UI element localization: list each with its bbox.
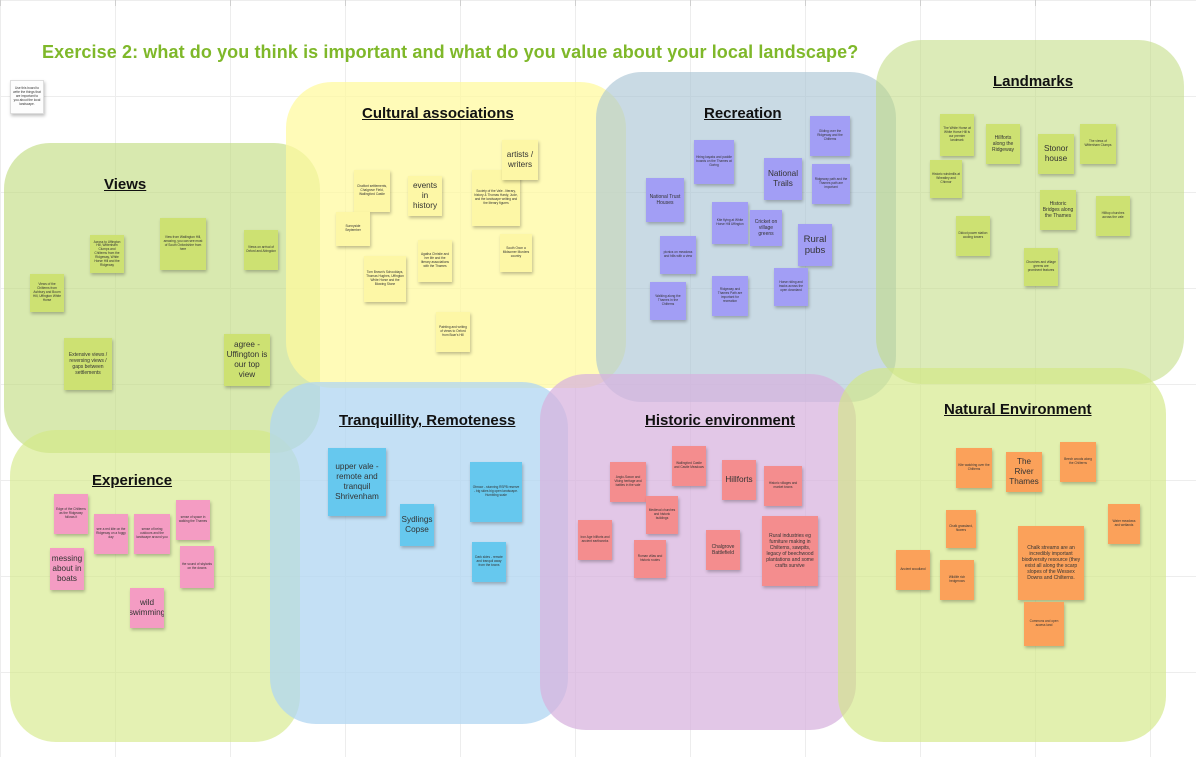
- sticky-note[interactable]: Kite flying at White Horse Hill Uffingto…: [712, 202, 748, 244]
- sticky-note[interactable]: Painting and writing of views to Oxford …: [436, 312, 470, 352]
- sticky-note[interactable]: Cricket on village greens: [750, 210, 782, 246]
- sticky-note[interactable]: Sydlings Copse: [400, 504, 434, 546]
- sticky-note[interactable]: Roman villas and historic routes: [634, 540, 666, 578]
- sticky-note[interactable]: Dark skies - remote and tranquil away fr…: [472, 542, 506, 582]
- sticky-note[interactable]: Iron Age hillforts and ancient earthwork…: [578, 520, 612, 560]
- sticky-note[interactable]: upper vale - remote and tranquil Shriven…: [328, 448, 386, 516]
- sticky-note[interactable]: Otmoor - stunning RSPB reserve - big ski…: [470, 462, 522, 522]
- sticky-note[interactable]: Didcot power station cooling towers: [956, 216, 990, 256]
- sticky-note[interactable]: The views of Wittenham Clumps: [1080, 124, 1116, 164]
- zone-tranquillity[interactable]: [270, 382, 568, 724]
- sticky-note[interactable]: Rural pubs: [798, 224, 832, 266]
- page-title: Exercise 2: what do you think is importa…: [42, 42, 859, 62]
- zone-natural[interactable]: [838, 368, 1166, 742]
- sticky-note[interactable]: Chalgrove Battlefield: [706, 530, 740, 570]
- sticky-note[interactable]: The River Thames: [1006, 452, 1042, 492]
- zone-label-tranquillity: Tranquillity, Remoteness: [339, 412, 516, 429]
- sticky-note[interactable]: Views of the Chilterns from Ashbury and …: [30, 274, 64, 312]
- zone-label-landmarks: Landmarks: [993, 73, 1074, 90]
- sticky-note[interactable]: The White Horse at White Horse Hill is o…: [940, 114, 974, 156]
- sticky-note[interactable]: messing about in boats: [50, 548, 84, 590]
- sticky-note[interactable]: Stonor house: [1038, 134, 1074, 174]
- sticky-note[interactable]: Commons and open access land: [1024, 602, 1064, 646]
- sticky-note[interactable]: Kite watching over the Chilterns: [956, 448, 992, 488]
- sticky-note[interactable]: Edge of the Chilterns as the Ridgeway fo…: [54, 494, 88, 534]
- zone-label-experience: Experience: [92, 472, 173, 489]
- sticky-note[interactable]: Chalk grassland, flowers: [946, 510, 976, 548]
- sticky-note[interactable]: artists / writers: [502, 140, 538, 180]
- sticky-note[interactable]: Beech woods along the Chilterns: [1060, 442, 1096, 482]
- sticky-note[interactable]: Horse riding and tracks across the open …: [774, 268, 808, 306]
- sticky-note[interactable]: Medieval churches and historic buildings: [646, 496, 678, 534]
- zone-label-historic: Historic environment: [645, 412, 796, 429]
- sticky-note[interactable]: Rural industries eg furniture making in …: [762, 516, 818, 586]
- zone-label-cultural: Cultural associations: [362, 105, 514, 122]
- sticky-note[interactable]: picnics on meadows and hills with a view: [660, 236, 696, 274]
- sticky-note[interactable]: Across to Uffington Hill, Wittenham Clum…: [90, 235, 124, 273]
- sticky-note[interactable]: Society of the Vale - literary, history …: [472, 170, 520, 226]
- sticky-note[interactable]: events in history: [408, 176, 442, 216]
- sticky-note[interactable]: Hillforts: [722, 460, 756, 500]
- sticky-note[interactable]: Chalk streams are an incredibly importan…: [1018, 526, 1084, 600]
- sticky-note[interactable]: see a red kite on the Ridgeway on a fogg…: [94, 514, 128, 554]
- sticky-note[interactable]: Tom Brown's Schooldays, Thomas Hughes, U…: [364, 256, 406, 302]
- zone-label-natural: Natural Environment: [944, 401, 1092, 418]
- sticky-note[interactable]: Walking along the Thames in the Chiltern…: [650, 282, 686, 320]
- sticky-note[interactable]: Gliding over the Ridgeway and the Chilte…: [810, 116, 850, 156]
- sticky-note[interactable]: Wildlife rich hedgerows: [940, 560, 974, 600]
- sticky-note[interactable]: wild swimming: [130, 588, 164, 628]
- sticky-note[interactable]: Ridgeway path and the Thames path are im…: [812, 164, 850, 204]
- sticky-note[interactable]: Sunnyside September: [336, 212, 370, 246]
- sticky-note[interactable]: Wallingford Castle and Castle Meadows: [672, 446, 706, 486]
- sticky-note[interactable]: Anglo-Saxon and Viking heritage and batt…: [610, 462, 646, 502]
- sticky-note[interactable]: Historic windmills at Wheatley and Chinn…: [930, 160, 962, 198]
- zone-landmarks[interactable]: [876, 40, 1184, 384]
- sticky-note[interactable]: Use this board to write the things that …: [10, 80, 44, 114]
- sticky-note[interactable]: agree - Uffington is our top view: [224, 334, 270, 386]
- sticky-note[interactable]: National Trust Houses: [646, 178, 684, 222]
- sticky-note[interactable]: View from Watlington Hill, amazing, you …: [160, 218, 206, 270]
- sticky-note[interactable]: National Trails: [764, 158, 802, 200]
- sticky-note[interactable]: Hillforts along the Ridgeway: [986, 124, 1020, 164]
- sticky-note[interactable]: Views on arrival of Oxford and Abingdon: [244, 230, 278, 270]
- sticky-note[interactable]: Water meadows and wetlands: [1108, 504, 1140, 544]
- sticky-note[interactable]: Churches and village greens are prominen…: [1024, 248, 1058, 286]
- sticky-note[interactable]: Historic Bridges along the Thames: [1040, 190, 1076, 230]
- sticky-note[interactable]: Extensive views / reversing views / gaps…: [64, 338, 112, 390]
- sticky-note[interactable]: Hiring kayaks and paddle boards on the T…: [694, 140, 734, 184]
- board-top-edge: [0, 0, 1196, 6]
- sticky-note[interactable]: Ridgeway and Thames Path are important f…: [712, 276, 748, 316]
- sticky-note[interactable]: sense of being outdoors and the landscap…: [134, 514, 170, 554]
- sticky-note[interactable]: Agatha Christie and her life and the lit…: [418, 240, 452, 282]
- sticky-note[interactable]: Historic villages and market towns: [764, 466, 802, 506]
- zone-label-views: Views: [104, 176, 147, 193]
- sticky-note[interactable]: the sound of skylarks on the downs: [180, 546, 214, 588]
- sticky-note[interactable]: sense of space in walking the Thames: [176, 500, 210, 540]
- sticky-note[interactable]: Chalfont settlements, Chalgrove Field, W…: [354, 170, 390, 212]
- sticky-note[interactable]: South Oxon a Midsomer Murders country: [500, 234, 532, 272]
- sticky-note[interactable]: Ancient woodland: [896, 550, 930, 590]
- zone-label-recreation: Recreation: [704, 105, 782, 122]
- sticky-note[interactable]: Hilltop churches across the vale: [1096, 196, 1130, 236]
